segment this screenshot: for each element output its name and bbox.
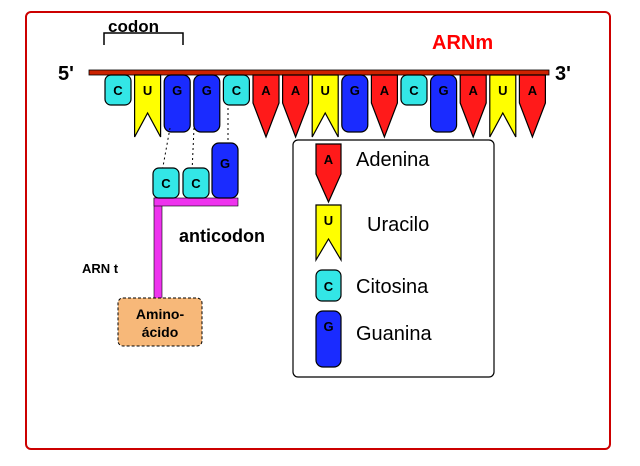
mrna-base: A (370, 74, 398, 139)
mrna-base: C (222, 74, 250, 106)
mrna-base-letter: G (350, 83, 360, 98)
mrna-base-letter: G (202, 83, 212, 98)
mrna-base-letter: C (113, 83, 123, 98)
anticodon-label: anticodon (179, 226, 265, 246)
mrna-base: G (193, 74, 221, 133)
mrna-base-letter: U (143, 83, 152, 98)
mrna-base-letter: C (232, 83, 242, 98)
mrna-base-letter: C (409, 83, 419, 98)
mrna-base-letter: G (172, 83, 182, 98)
mrna-backbone (88, 69, 550, 76)
mrna-base-letter: U (498, 83, 507, 98)
legend-item: G Guanina (315, 310, 432, 368)
legend-name: Guanina (356, 323, 432, 345)
codon-bracket (103, 32, 184, 45)
legend-swatch (315, 143, 342, 204)
legend-name: Adenina (356, 149, 430, 171)
legend-box (292, 139, 495, 378)
mrna-base-letter: A (380, 83, 390, 98)
mrna-base: G (430, 74, 458, 133)
mrna-base-letter: A (291, 83, 301, 98)
mrna-base-letter: U (321, 83, 330, 98)
mrna-base: U (489, 74, 517, 138)
mrna-base: U (311, 74, 339, 138)
amino-acid-box (117, 297, 203, 347)
arnt-label: ARN t (82, 261, 119, 276)
mrna-base: A (282, 74, 310, 139)
five-prime-label: 5' (58, 63, 74, 85)
mrna-base: A (518, 74, 546, 139)
legend-swatch-letter: A (324, 152, 334, 167)
mrna-base: U (134, 74, 162, 138)
legend-swatch-letter: G (323, 319, 333, 334)
legend-swatch (315, 310, 342, 368)
anticodon-base-letter: C (191, 176, 201, 191)
legend-name: Uracilo (367, 214, 429, 236)
mrna-base-letter: A (469, 83, 479, 98)
legend-item: A Adenina (315, 143, 430, 204)
codon-label: codon (108, 17, 159, 36)
anticodon-base: C (182, 167, 210, 199)
mrna-base: C (400, 74, 428, 106)
legend-swatch (315, 204, 342, 263)
amino-label-line2: ácido (142, 324, 179, 340)
legend-name: Citosina (356, 276, 429, 298)
legend-item: C Citosina (315, 269, 429, 302)
mrna-base-letter: A (261, 83, 271, 98)
mrna-base-letter: A (528, 83, 538, 98)
legend-swatch-letter: C (324, 279, 334, 294)
trna-arm (153, 197, 239, 207)
mrna-base: G (163, 74, 191, 133)
mrna-base: G (341, 74, 369, 133)
anticodon-base: G (211, 142, 239, 199)
amino-label-line1: Amino- (136, 306, 185, 322)
arnm-label: ARNm (432, 32, 493, 54)
three-prime-label: 3' (555, 63, 571, 85)
mrna-base: C (104, 74, 132, 106)
legend-swatch-letter: U (324, 213, 333, 228)
mrna-base: A (459, 74, 487, 139)
legend-item: U Uracilo (315, 204, 429, 263)
anticodon-base-letter: C (161, 176, 171, 191)
pairing-lines (161, 108, 229, 173)
anticodon-base-letter: G (220, 156, 230, 171)
anticodon-bases: C C G (152, 142, 239, 199)
legend-swatch (315, 269, 342, 302)
mrna-base-letter: G (439, 83, 449, 98)
anticodon-base: C (152, 167, 180, 199)
mrna-base: A (252, 74, 280, 139)
